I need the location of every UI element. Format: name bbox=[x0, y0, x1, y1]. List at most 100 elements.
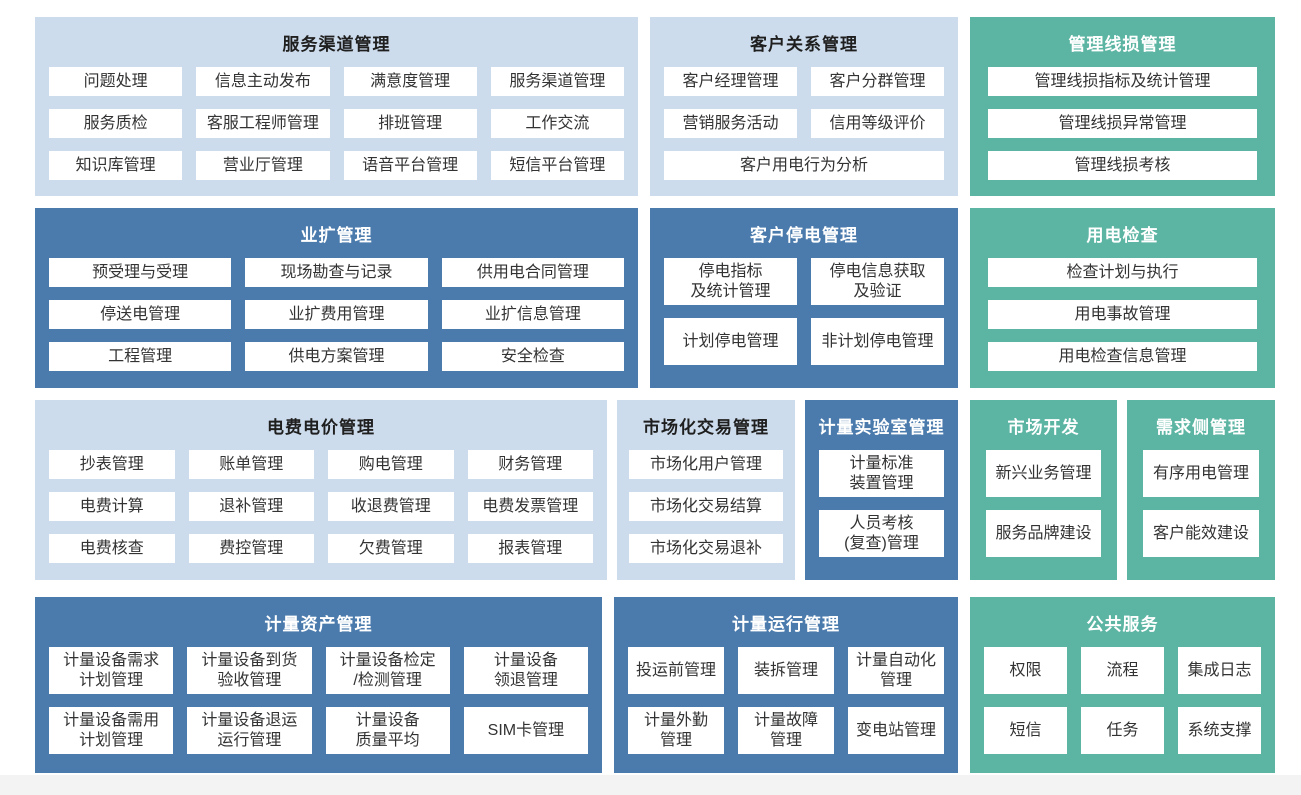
module-item: 服务渠道管理 bbox=[490, 67, 624, 96]
block-metering-operation: 计量运行管理 投运前管理 装拆管理 计量自动化 管理 计量外勤 管理 计量故障 … bbox=[614, 597, 958, 773]
module-item: 供电方案管理 bbox=[245, 342, 428, 371]
module-item: 停电指标 及统计管理 bbox=[664, 258, 797, 305]
block-items: 有序用电管理 客户能效建设 bbox=[1127, 450, 1275, 573]
block-market-trading: 市场化交易管理 市场化用户管理 市场化交易结算 市场化交易退补 bbox=[617, 400, 795, 580]
module-item: 停电信息获取 及验证 bbox=[811, 258, 944, 305]
module-item: 预受理与受理 bbox=[49, 258, 232, 287]
module-item: 营业厅管理 bbox=[196, 151, 330, 180]
block-items: 新兴业务管理 服务品牌建设 bbox=[970, 450, 1117, 573]
block-items: 检查计划与执行 用电事故管理 用电检查信息管理 bbox=[970, 258, 1275, 387]
block-public-services: 公共服务 权限 流程 集成日志 短信 任务 系统支撑 bbox=[970, 597, 1275, 773]
module-item: 财务管理 bbox=[467, 450, 593, 479]
block-items: 客户经理管理 客户分群管理 营销服务活动 信用等级评价 客户用电行为分析 bbox=[650, 67, 958, 196]
module-item: 服务品牌建设 bbox=[986, 510, 1101, 557]
module-item: 短信 bbox=[984, 707, 1067, 754]
module-item: 新兴业务管理 bbox=[986, 450, 1101, 497]
module-item: 系统支撑 bbox=[1178, 707, 1261, 754]
block-items: 管理线损指标及统计管理 管理线损异常管理 管理线损考核 bbox=[970, 67, 1275, 196]
block-demand-side: 需求侧管理 有序用电管理 客户能效建设 bbox=[1127, 400, 1275, 580]
block-business-expansion: 业扩管理 预受理与受理 现场勘查与记录 供用电合同管理 停送电管理 业扩费用管理… bbox=[35, 208, 638, 388]
module-item: 问题处理 bbox=[49, 67, 183, 96]
module-item: 服务质检 bbox=[49, 109, 183, 138]
module-item: 业扩费用管理 bbox=[245, 300, 428, 329]
module-item: 集成日志 bbox=[1178, 647, 1261, 694]
block-title: 管理线损管理 bbox=[1068, 34, 1177, 54]
block-title: 需求侧管理 bbox=[1156, 417, 1246, 437]
module-item: 计量设备检定 /检测管理 bbox=[325, 647, 450, 694]
module-item: 计量设备需用 计划管理 bbox=[49, 707, 174, 754]
module-item: 客户用电行为分析 bbox=[664, 151, 944, 180]
module-item: 供用电合同管理 bbox=[441, 258, 624, 287]
module-item: 电费核查 bbox=[49, 534, 175, 563]
module-item: 业扩信息管理 bbox=[441, 300, 624, 329]
block-title: 电费电价管理 bbox=[267, 417, 375, 437]
module-item: 满意度管理 bbox=[343, 67, 477, 96]
block-title: 客户关系管理 bbox=[750, 34, 858, 54]
module-item: 计划停电管理 bbox=[664, 318, 797, 365]
block-market-development: 市场开发 新兴业务管理 服务品牌建设 bbox=[970, 400, 1117, 580]
block-items: 停电指标 及统计管理 停电信息获取 及验证 计划停电管理 非计划停电管理 bbox=[650, 258, 958, 381]
module-item: 任务 bbox=[1081, 707, 1164, 754]
module-item: 客户能效建设 bbox=[1143, 510, 1259, 557]
module-item: 费控管理 bbox=[188, 534, 314, 563]
block-items: 计量标准 装置管理 人员考核 (复查)管理 bbox=[805, 450, 958, 573]
module-item: 账单管理 bbox=[188, 450, 314, 479]
block-title: 服务渠道管理 bbox=[282, 34, 391, 54]
module-item: 用电检查信息管理 bbox=[988, 342, 1257, 371]
module-item: 计量自动化 管理 bbox=[848, 647, 944, 694]
block-customer-relations: 客户关系管理 客户经理管理 客户分群管理 营销服务活动 信用等级评价 客户用电行… bbox=[650, 17, 958, 196]
module-item: 知识库管理 bbox=[49, 151, 183, 180]
module-item: 语音平台管理 bbox=[343, 151, 477, 180]
module-item: 客服工程师管理 bbox=[196, 109, 330, 138]
module-item: 市场化用户管理 bbox=[629, 450, 783, 479]
module-item: 工程管理 bbox=[49, 342, 232, 371]
block-title: 市场化交易管理 bbox=[643, 417, 769, 437]
module-item: 停送电管理 bbox=[49, 300, 232, 329]
module-item: 市场化交易退补 bbox=[629, 534, 783, 563]
block-power-inspection: 用电检查 检查计划与执行 用电事故管理 用电检查信息管理 bbox=[970, 208, 1275, 388]
module-item: 退补管理 bbox=[188, 492, 314, 521]
module-item: 购电管理 bbox=[328, 450, 454, 479]
block-service-channel: 服务渠道管理 问题处理 信息主动发布 满意度管理 服务渠道管理 服务质检 客服工… bbox=[35, 17, 638, 196]
block-title: 业扩管理 bbox=[300, 225, 373, 245]
block-title: 公共服务 bbox=[1086, 614, 1159, 634]
module-item: 计量设备退运 运行管理 bbox=[187, 707, 312, 754]
module-item: 客户分群管理 bbox=[811, 67, 944, 96]
block-items: 权限 流程 集成日志 短信 任务 系统支撑 bbox=[970, 647, 1275, 770]
module-item: SIM卡管理 bbox=[463, 707, 588, 754]
module-item: 计量设备到货 验收管理 bbox=[187, 647, 312, 694]
page-bottom-strip bbox=[0, 775, 1301, 795]
block-metering-lab: 计量实验室管理 计量标准 装置管理 人员考核 (复查)管理 bbox=[805, 400, 958, 580]
block-title: 计量实验室管理 bbox=[818, 417, 945, 437]
block-items: 预受理与受理 现场勘查与记录 供用电合同管理 停送电管理 业扩费用管理 业扩信息… bbox=[35, 258, 638, 387]
module-item: 计量设备需求 计划管理 bbox=[49, 647, 174, 694]
block-items: 抄表管理 账单管理 购电管理 财务管理 电费计算 退补管理 收退费管理 电费发票… bbox=[35, 450, 607, 579]
module-item: 计量标准 装置管理 bbox=[819, 450, 944, 497]
module-item: 信息主动发布 bbox=[196, 67, 330, 96]
block-items: 市场化用户管理 市场化交易结算 市场化交易退补 bbox=[617, 450, 795, 579]
module-item: 报表管理 bbox=[467, 534, 593, 563]
block-title: 计量运行管理 bbox=[732, 614, 840, 634]
module-item: 变电站管理 bbox=[848, 707, 944, 754]
block-items: 投运前管理 装拆管理 计量自动化 管理 计量外勤 管理 计量故障 管理 变电站管… bbox=[614, 647, 958, 770]
module-item: 排班管理 bbox=[343, 109, 477, 138]
block-customer-outage: 客户停电管理 停电指标 及统计管理 停电信息获取 及验证 计划停电管理 非计划停… bbox=[650, 208, 958, 388]
module-item: 检查计划与执行 bbox=[988, 258, 1257, 287]
module-item: 人员考核 (复查)管理 bbox=[819, 510, 944, 557]
block-title: 计量资产管理 bbox=[264, 614, 373, 634]
module-item: 投运前管理 bbox=[628, 647, 724, 694]
block-title: 客户停电管理 bbox=[750, 225, 858, 245]
block-line-loss: 管理线损管理 管理线损指标及统计管理 管理线损异常管理 管理线损考核 bbox=[970, 17, 1275, 196]
block-items: 问题处理 信息主动发布 满意度管理 服务渠道管理 服务质检 客服工程师管理 排班… bbox=[35, 67, 638, 196]
module-item: 电费计算 bbox=[49, 492, 175, 521]
block-title: 市场开发 bbox=[1007, 417, 1080, 437]
module-item: 安全检查 bbox=[441, 342, 624, 371]
module-item: 计量设备 质量平均 bbox=[325, 707, 450, 754]
module-item: 用电事故管理 bbox=[988, 300, 1257, 329]
module-item: 客户经理管理 bbox=[664, 67, 797, 96]
module-item: 营销服务活动 bbox=[664, 109, 797, 138]
module-item: 收退费管理 bbox=[328, 492, 454, 521]
module-item: 短信平台管理 bbox=[490, 151, 624, 180]
module-item: 管理线损指标及统计管理 bbox=[988, 67, 1257, 96]
